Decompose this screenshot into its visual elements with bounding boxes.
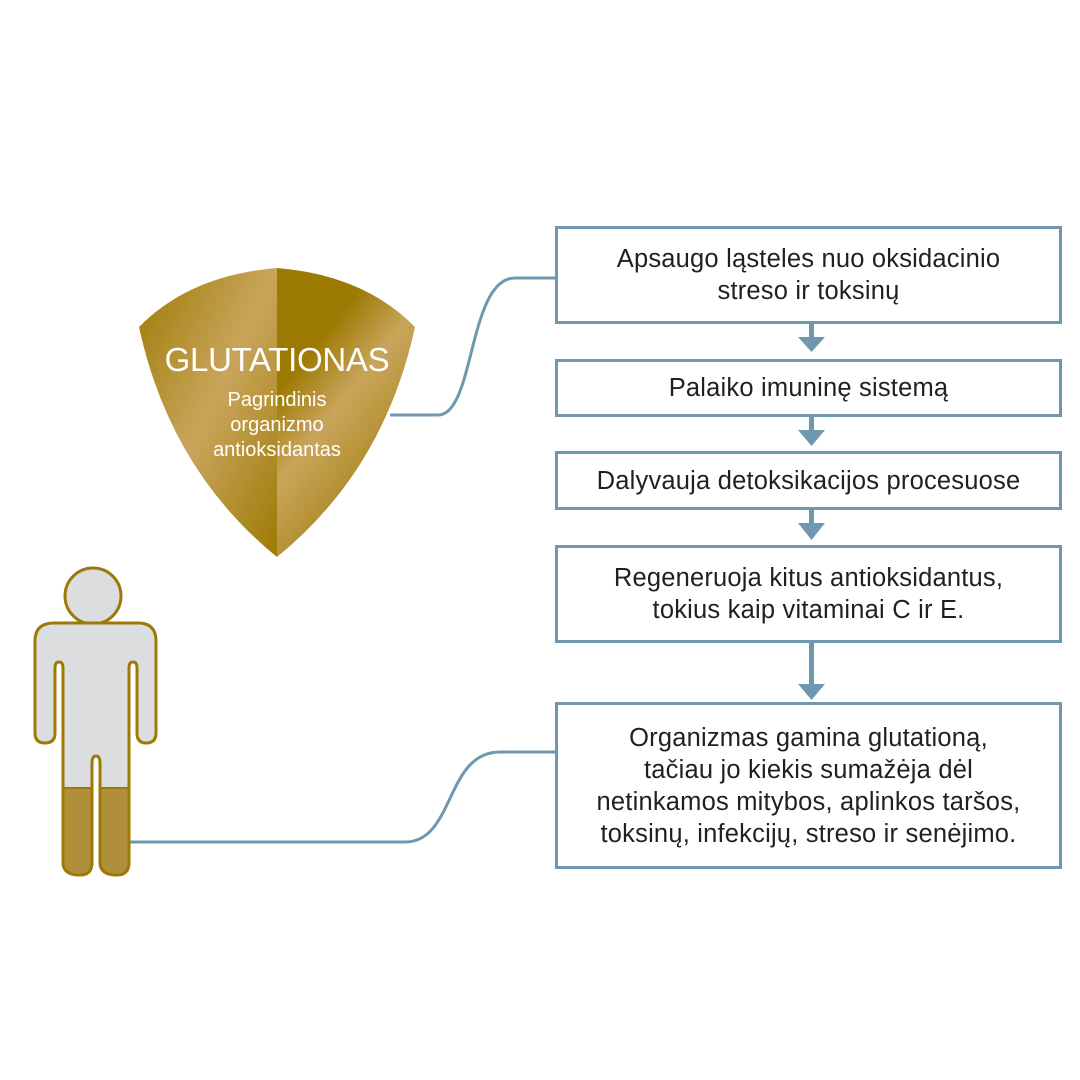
step-box-4: Regeneruoja kitus antioksidantus, tokius… — [555, 545, 1062, 643]
step-box-3: Dalyvauja detoksikacijos procesuose — [555, 451, 1062, 510]
step-box-5: Organizmas gamina glutationą, tačiau jo … — [555, 702, 1062, 869]
arrow-2-3 — [798, 416, 825, 446]
arrow-3-4 — [798, 509, 825, 540]
leg-right-fill — [101, 788, 128, 874]
leg-left-fill — [64, 788, 91, 874]
shield-icon — [139, 268, 415, 557]
step-text: Regeneruoja kitus antioksidantus, tokius… — [613, 564, 1004, 624]
step-text: Organizmas gamina glutationą, tačiau jo … — [596, 723, 1021, 848]
arrow-4-5 — [798, 642, 825, 700]
connector-figure-to-step5 — [129, 750, 556, 844]
shield-subtitle: Pagrindinis organizmo antioksidantas — [213, 389, 341, 461]
step-text: Palaiko imuninę sistemą — [668, 374, 949, 402]
step-box-2: Palaiko imuninę sistemą — [555, 359, 1062, 417]
arrow-1-2 — [798, 323, 825, 352]
shield-title: GLUTATIONAS — [164, 341, 390, 378]
step-box-1: Apsaugo ląsteles nuo oksidacinio streso … — [555, 226, 1062, 324]
step-text: Dalyvauja detoksikacijos procesuose — [596, 466, 1021, 495]
human-figure-icon — [33, 566, 158, 877]
connector-shield-to-step1 — [390, 276, 556, 417]
step-text: Apsaugo ląsteles nuo oksidacinio streso … — [616, 245, 1001, 305]
